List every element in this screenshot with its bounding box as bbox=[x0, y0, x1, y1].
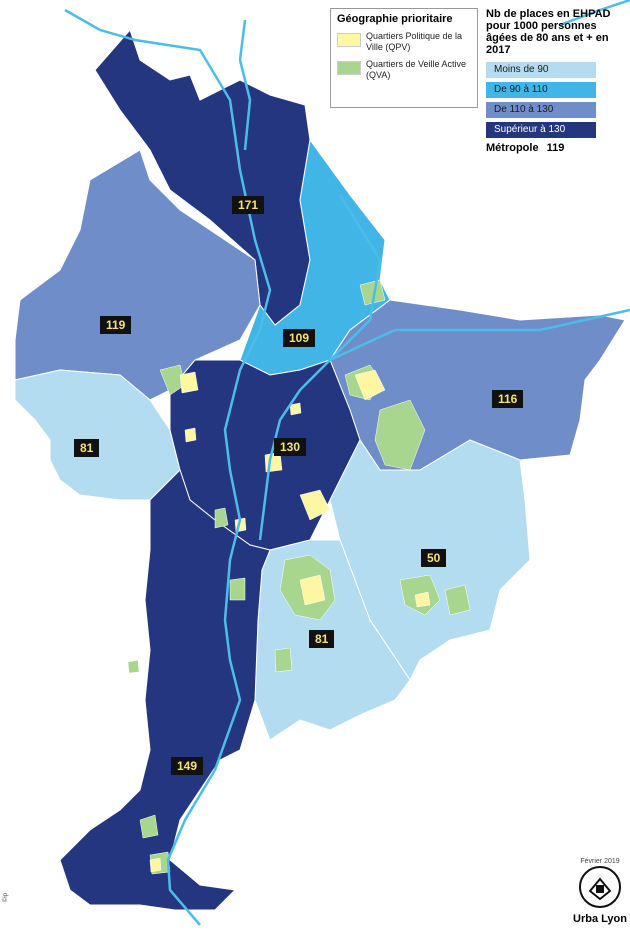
zone-label-northeast-small: 109 bbox=[283, 329, 316, 347]
zone-label-east: 116 bbox=[492, 390, 524, 408]
legend-class-under-90: Moins de 90 bbox=[486, 62, 596, 78]
legend-class-110-130: De 110 à 130 bbox=[486, 102, 596, 118]
legend-geo-item-qva: Quartiers de Veille Active (QVA) bbox=[337, 59, 471, 81]
zone-label-north: 171 bbox=[232, 196, 265, 214]
legend-geo-title: Géographie prioritaire bbox=[337, 13, 453, 25]
legend-ehpad: Nb de places en EHPAD pour 1000 personne… bbox=[486, 8, 630, 154]
qva-swatch bbox=[337, 61, 361, 75]
zone-west bbox=[14, 369, 181, 501]
legend-geo-label: Quartiers Politique de la Ville (QPV) bbox=[366, 31, 463, 52]
zone-label-south: 149 bbox=[171, 757, 204, 775]
metropole-value: Métropole 119 bbox=[486, 142, 630, 154]
metropole-number: 119 bbox=[546, 142, 565, 154]
legend-class-row: Supérieur à 130 bbox=[486, 122, 630, 138]
legend-ehpad-title: Nb de places en EHPAD pour 1000 personne… bbox=[486, 8, 611, 56]
zone-label-southeast: 50 bbox=[421, 549, 447, 567]
legend-geo-item-qpv: Quartiers Politique de la Ville (QPV) bbox=[337, 31, 471, 53]
zone-south bbox=[59, 469, 271, 911]
logo-mark-icon bbox=[579, 866, 621, 908]
legend-geo-label: Quartiers de Veille Active (QVA) bbox=[366, 59, 467, 80]
legend-class-row: De 110 à 130 bbox=[486, 102, 630, 118]
credit-text: ©ip bbox=[3, 892, 9, 902]
qpv-swatch bbox=[337, 33, 361, 47]
legend-priority-geography: Géographie prioritaire Quartiers Politiq… bbox=[330, 8, 478, 108]
qpv-patches bbox=[149, 369, 431, 873]
legend-class-over-130: Supérieur à 130 bbox=[486, 122, 596, 138]
zone-label-northwest: 119 bbox=[100, 316, 132, 334]
legend-class-row: Moins de 90 bbox=[486, 62, 630, 78]
logo-date: Février 2019 bbox=[580, 858, 620, 865]
legend-class-row: De 90 à 110 bbox=[486, 82, 630, 98]
zone-label-center: 130 bbox=[274, 438, 307, 456]
zone-label-west: 81 bbox=[74, 439, 100, 457]
rivers bbox=[64, 0, 630, 926]
zone-label-southcenter: 81 bbox=[309, 630, 335, 648]
legend-class-90-110: De 90 à 110 bbox=[486, 82, 596, 98]
logo-name: Urba Lyon bbox=[573, 913, 627, 925]
metropole-label: Métropole bbox=[486, 142, 539, 154]
urbalyon-logo: Février 2019 Urba Lyon bbox=[572, 858, 628, 934]
